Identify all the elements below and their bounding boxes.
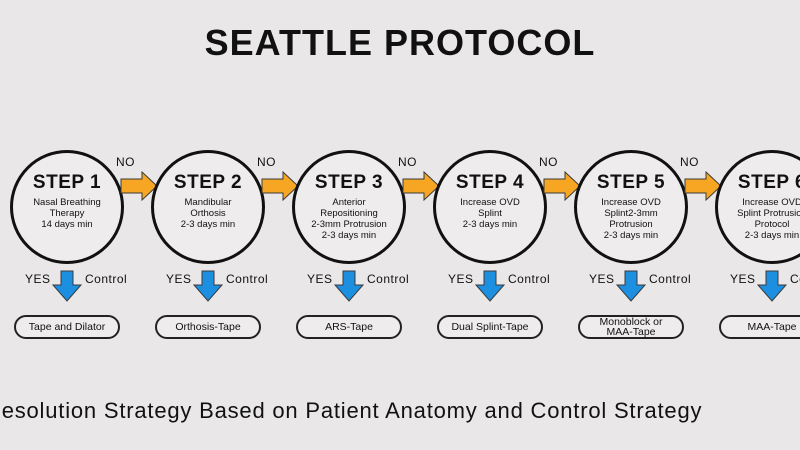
next-arrow-icon [684, 171, 722, 201]
no-label: NO [398, 155, 417, 169]
page-title: SEATTLE PROTOCOL [204, 22, 596, 63]
yes-label: YES [589, 272, 615, 286]
yes-label: YES [25, 272, 51, 286]
step-title: STEP 1 [32, 172, 102, 193]
down-arrow-icon [475, 270, 505, 302]
result-box: ARS-Tape [296, 315, 402, 339]
footer-caption: Resolution Strategy Based on Patient Ana… [0, 398, 800, 424]
next-arrow-icon [402, 171, 440, 201]
no-label: NO [680, 155, 699, 169]
result-box: Orthosis-Tape [155, 315, 261, 339]
result-box: Tape and Dilator [14, 315, 120, 339]
no-label: NO [116, 155, 135, 169]
step-title: STEP 3 [314, 172, 384, 193]
control-label: Control [790, 272, 800, 286]
down-arrow-icon [616, 270, 646, 302]
yes-label: YES [166, 272, 192, 286]
next-arrow-icon [543, 171, 581, 201]
result-box: MAA-Tape [719, 315, 800, 339]
next-arrow-icon [120, 171, 158, 201]
footer-text: Resolution Strategy Based on Patient Ana… [0, 398, 703, 423]
step-title: STEP 5 [596, 172, 666, 193]
control-label: Control [508, 272, 551, 286]
step-title: STEP 4 [455, 172, 525, 193]
next-arrow-icon [261, 171, 299, 201]
yes-label: YES [730, 272, 756, 286]
control-label: Control [649, 272, 692, 286]
down-arrow-icon [52, 270, 82, 302]
control-label: Control [85, 272, 128, 286]
step-title: STEP 2 [173, 172, 243, 193]
down-arrow-icon [334, 270, 364, 302]
control-label: Control [226, 272, 269, 286]
yes-label: YES [448, 272, 474, 286]
down-arrow-icon [757, 270, 787, 302]
step-title: STEP 6 [737, 172, 800, 193]
no-label: NO [257, 155, 276, 169]
result-box: Dual Splint-Tape [437, 315, 543, 339]
yes-label: YES [307, 272, 333, 286]
down-arrow-icon [193, 270, 223, 302]
control-label: Control [367, 272, 410, 286]
no-label: NO [539, 155, 558, 169]
